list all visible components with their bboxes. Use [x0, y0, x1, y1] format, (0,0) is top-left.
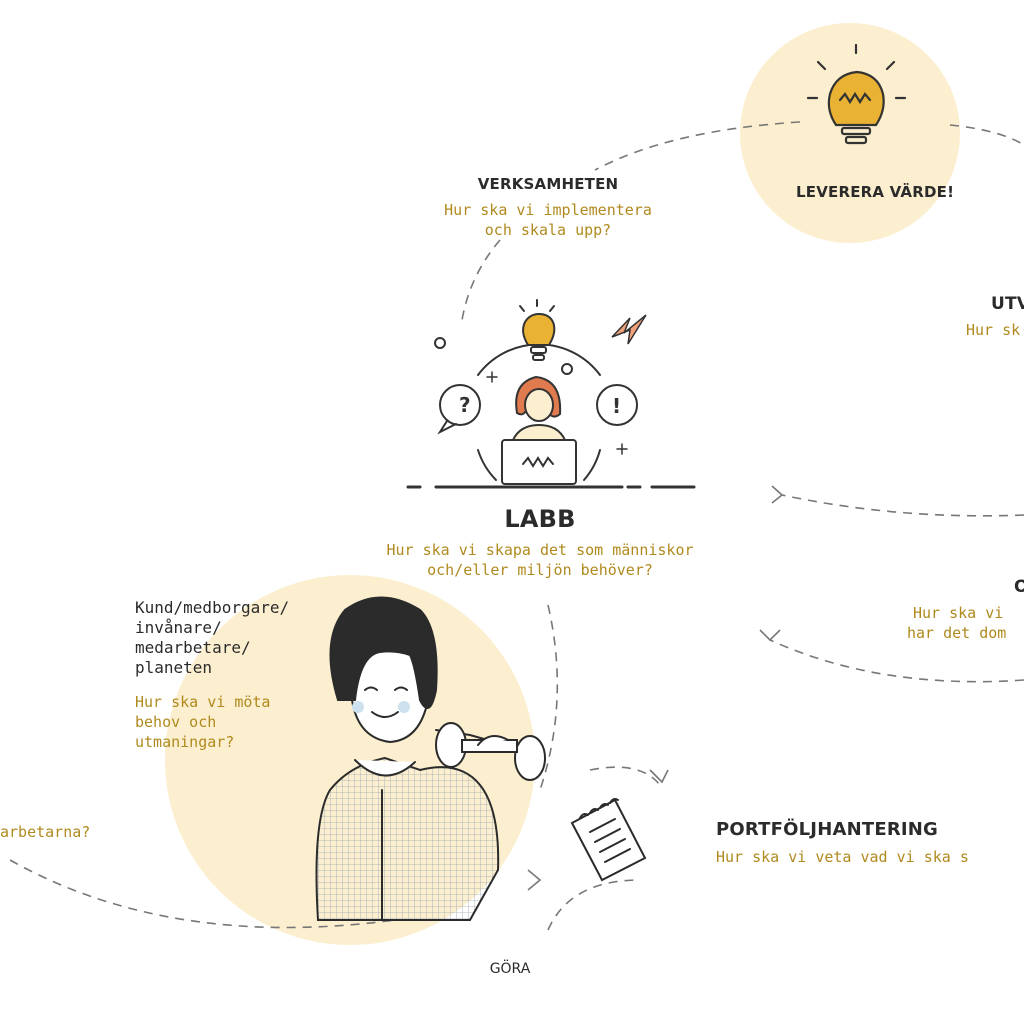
lightbulb-icon [806, 43, 907, 145]
o-question-2: har det dom [907, 624, 1007, 642]
kund-question-1: Hur ska vi möta [135, 693, 271, 711]
kund-label-4: planeten [135, 658, 213, 677]
kund-question-3: utmaningar? [135, 733, 235, 751]
labb-title: LABB [504, 505, 576, 533]
kund-label-1: Kund/medborgare/ [135, 598, 290, 617]
utv-title: UTV [991, 294, 1024, 314]
o-title: O [1014, 577, 1024, 597]
portfolj-question: Hur ska vi veta vad vi ska s [716, 848, 969, 866]
arrow-heads [527, 485, 784, 891]
gora-label: GÖRA [489, 961, 531, 977]
kund-question-2: behov och [135, 713, 217, 731]
verksamheten-question-1: Hur ska vi implementera [444, 201, 652, 219]
left-question: arbetarna? [0, 823, 91, 841]
notepad-icon [570, 798, 647, 882]
utv-question: Hur sk [966, 321, 1021, 339]
person-at-laptop-icon [406, 299, 696, 489]
dashed-connectors [9, 121, 1024, 931]
labb-question-2: och/eller miljön behöver? [427, 561, 653, 579]
question-mark-icon: ? [459, 393, 471, 417]
o-question-1: Hur ska vi [913, 604, 1004, 622]
portfolj-title: PORTFÖLJHANTERING [716, 819, 939, 840]
leverera-label: LEVERERA VÄRDE! [796, 183, 955, 201]
labb-question-1: Hur ska vi skapa det som människor [386, 541, 694, 559]
person-lifting-dumbbell-icon [315, 596, 546, 921]
kund-label-3: medarbetare/ [135, 638, 251, 657]
kund-label-2: invånare/ [135, 618, 222, 637]
exclamation-icon: ! [612, 394, 621, 418]
verksamheten-title: VERKSAMHETEN [477, 175, 619, 193]
verksamheten-question-2: och skala upp? [484, 221, 612, 239]
